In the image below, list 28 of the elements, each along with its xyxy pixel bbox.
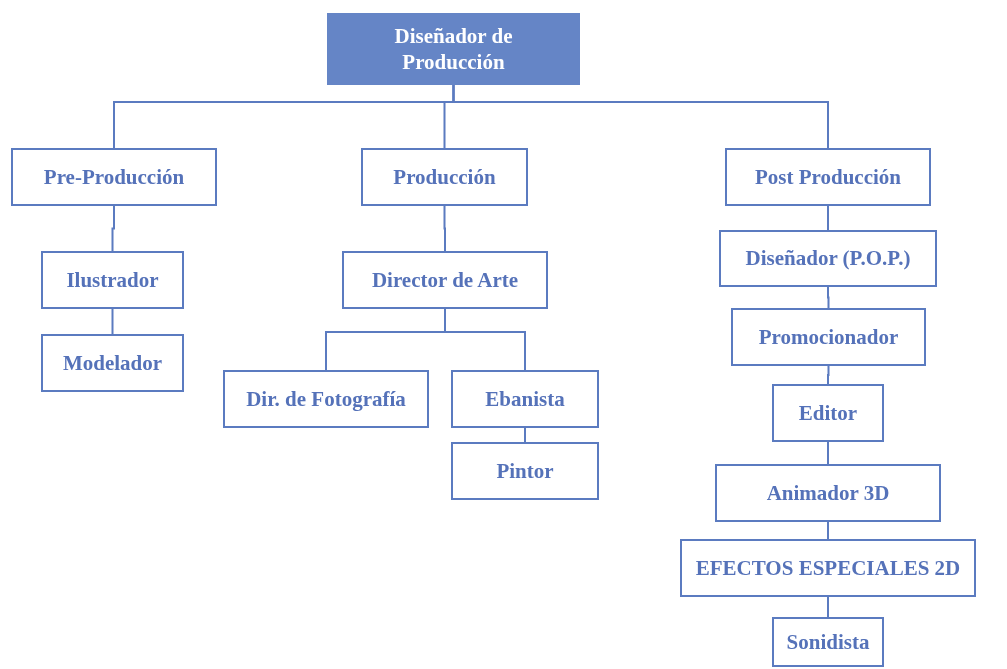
role-box: Ilustrador xyxy=(41,251,184,309)
root-box: Diseñador de Producción xyxy=(327,13,580,85)
role-box: Pintor xyxy=(451,442,599,500)
role-box: Modelador xyxy=(41,334,184,392)
connector-line xyxy=(452,84,829,149)
connector-line xyxy=(444,308,526,371)
role-box: EFECTOS ESPECIALES 2D xyxy=(680,539,976,597)
role-box: Pre-Producción xyxy=(11,148,217,206)
connector-line xyxy=(443,205,446,252)
role-box: Director de Arte xyxy=(342,251,548,309)
role-box: Editor xyxy=(772,384,884,442)
role-box: Ebanista xyxy=(451,370,599,428)
connector-line xyxy=(111,205,115,252)
role-box: Sonidista xyxy=(772,617,884,667)
connector-line xyxy=(827,596,829,618)
connector-line xyxy=(827,365,830,385)
connector-line xyxy=(111,308,114,335)
connector-line xyxy=(827,205,829,231)
role-box: Producción xyxy=(361,148,528,206)
connector-line xyxy=(827,521,829,540)
role-box: Dir. de Fotografía xyxy=(223,370,429,428)
connector-line xyxy=(524,427,526,443)
connector-line xyxy=(827,441,829,465)
role-box: Promocionador xyxy=(731,308,926,366)
role-box: Post Producción xyxy=(725,148,931,206)
connector-line xyxy=(827,286,830,309)
role-box: Diseñador (P.O.P.) xyxy=(719,230,937,287)
role-box: Animador 3D xyxy=(715,464,941,522)
